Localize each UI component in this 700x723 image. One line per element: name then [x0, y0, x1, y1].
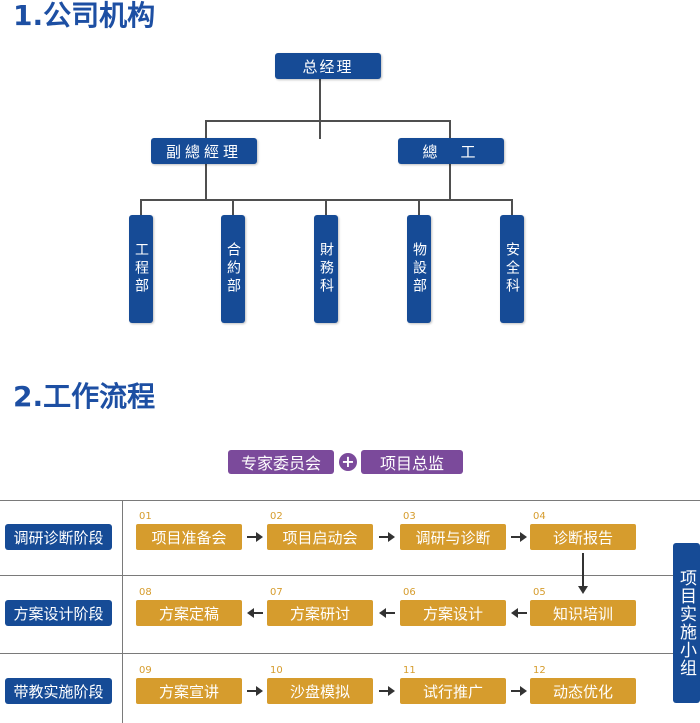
step-knowledge-training: 知识培训 — [530, 600, 636, 626]
section-title-org: 1.公司机构 — [13, 0, 156, 32]
step-number: 12 — [533, 665, 546, 676]
connector — [511, 199, 513, 216]
arrow-left-icon — [379, 608, 386, 618]
arrow-right-icon — [520, 532, 527, 542]
expert-committee-box: 专家委员会 — [228, 450, 334, 474]
connector — [418, 199, 420, 216]
arrow-left-icon — [247, 608, 254, 618]
divider — [122, 500, 123, 723]
org-node-chief-engineer: 總 工 — [398, 138, 504, 164]
arrow-right-icon — [379, 690, 389, 692]
arrow-down-icon — [582, 553, 584, 588]
connector — [205, 164, 207, 200]
step-plan-presentation: 方案宣讲 — [136, 678, 242, 704]
step-project-prep-meeting: 项目准备会 — [136, 524, 242, 550]
arrow-right-icon — [520, 686, 527, 696]
step-number: 08 — [139, 587, 152, 598]
arrow-right-icon — [388, 532, 395, 542]
connector — [205, 120, 207, 140]
arrow-left-icon — [385, 612, 395, 614]
org-node-deputy-manager: 副總經理 — [151, 138, 257, 164]
arrow-down-icon — [578, 586, 588, 594]
project-director-box: 项目总监 — [361, 450, 463, 474]
step-plan-discussion: 方案研讨 — [267, 600, 373, 626]
arrow-right-icon — [256, 532, 263, 542]
org-node-engineering-dept: 工程部 — [129, 215, 153, 323]
step-number: 03 — [403, 511, 416, 522]
step-dynamic-optimization: 动态优化 — [530, 678, 636, 704]
org-node-finance-dept: 財務科 — [314, 215, 338, 323]
connector — [449, 164, 451, 200]
arrow-left-icon — [253, 612, 263, 614]
step-number: 04 — [533, 511, 546, 522]
step-research-diagnosis: 调研与诊断 — [400, 524, 506, 550]
step-trial-rollout: 试行推广 — [400, 678, 506, 704]
plus-icon: + — [339, 453, 357, 471]
step-number: 11 — [403, 665, 416, 676]
stage-implementation: 带教实施阶段 — [5, 678, 112, 704]
step-number: 09 — [139, 665, 152, 676]
org-node-equipment-dept: 物設部 — [407, 215, 431, 323]
step-number: 05 — [533, 587, 546, 598]
arrow-right-icon — [388, 686, 395, 696]
arrow-right-icon — [247, 690, 257, 692]
org-node-contract-dept: 合約部 — [221, 215, 245, 323]
org-node-safety-dept: 安全科 — [500, 215, 524, 323]
step-diagnosis-report: 诊断报告 — [530, 524, 636, 550]
divider — [0, 653, 700, 654]
section-title-workflow: 2.工作流程 — [13, 380, 156, 413]
arrow-right-icon — [511, 690, 521, 692]
connector — [140, 199, 142, 216]
step-sandbox-simulation: 沙盘模拟 — [267, 678, 373, 704]
arrow-left-icon — [517, 612, 527, 614]
connector — [449, 120, 451, 140]
stage-design: 方案设计阶段 — [5, 600, 112, 626]
divider — [0, 575, 700, 576]
step-project-kickoff: 项目启动会 — [267, 524, 373, 550]
connector — [325, 199, 327, 216]
connector — [205, 120, 450, 122]
step-number: 06 — [403, 587, 416, 598]
arrow-right-icon — [256, 686, 263, 696]
divider — [0, 500, 700, 501]
step-number: 10 — [270, 665, 283, 676]
step-plan-design: 方案设计 — [400, 600, 506, 626]
arrow-left-icon — [511, 608, 518, 618]
org-node-general-manager: 总经理 — [275, 53, 381, 79]
connector — [232, 199, 234, 216]
step-number: 07 — [270, 587, 283, 598]
step-plan-finalize: 方案定稿 — [136, 600, 242, 626]
step-number: 02 — [270, 511, 283, 522]
step-number: 01 — [139, 511, 152, 522]
arrow-right-icon — [247, 536, 257, 538]
stage-research: 调研诊断阶段 — [5, 524, 112, 550]
arrow-right-icon — [511, 536, 521, 538]
connector — [319, 79, 321, 139]
project-team-label: 项目实施小组 — [673, 543, 700, 703]
arrow-right-icon — [379, 536, 389, 538]
